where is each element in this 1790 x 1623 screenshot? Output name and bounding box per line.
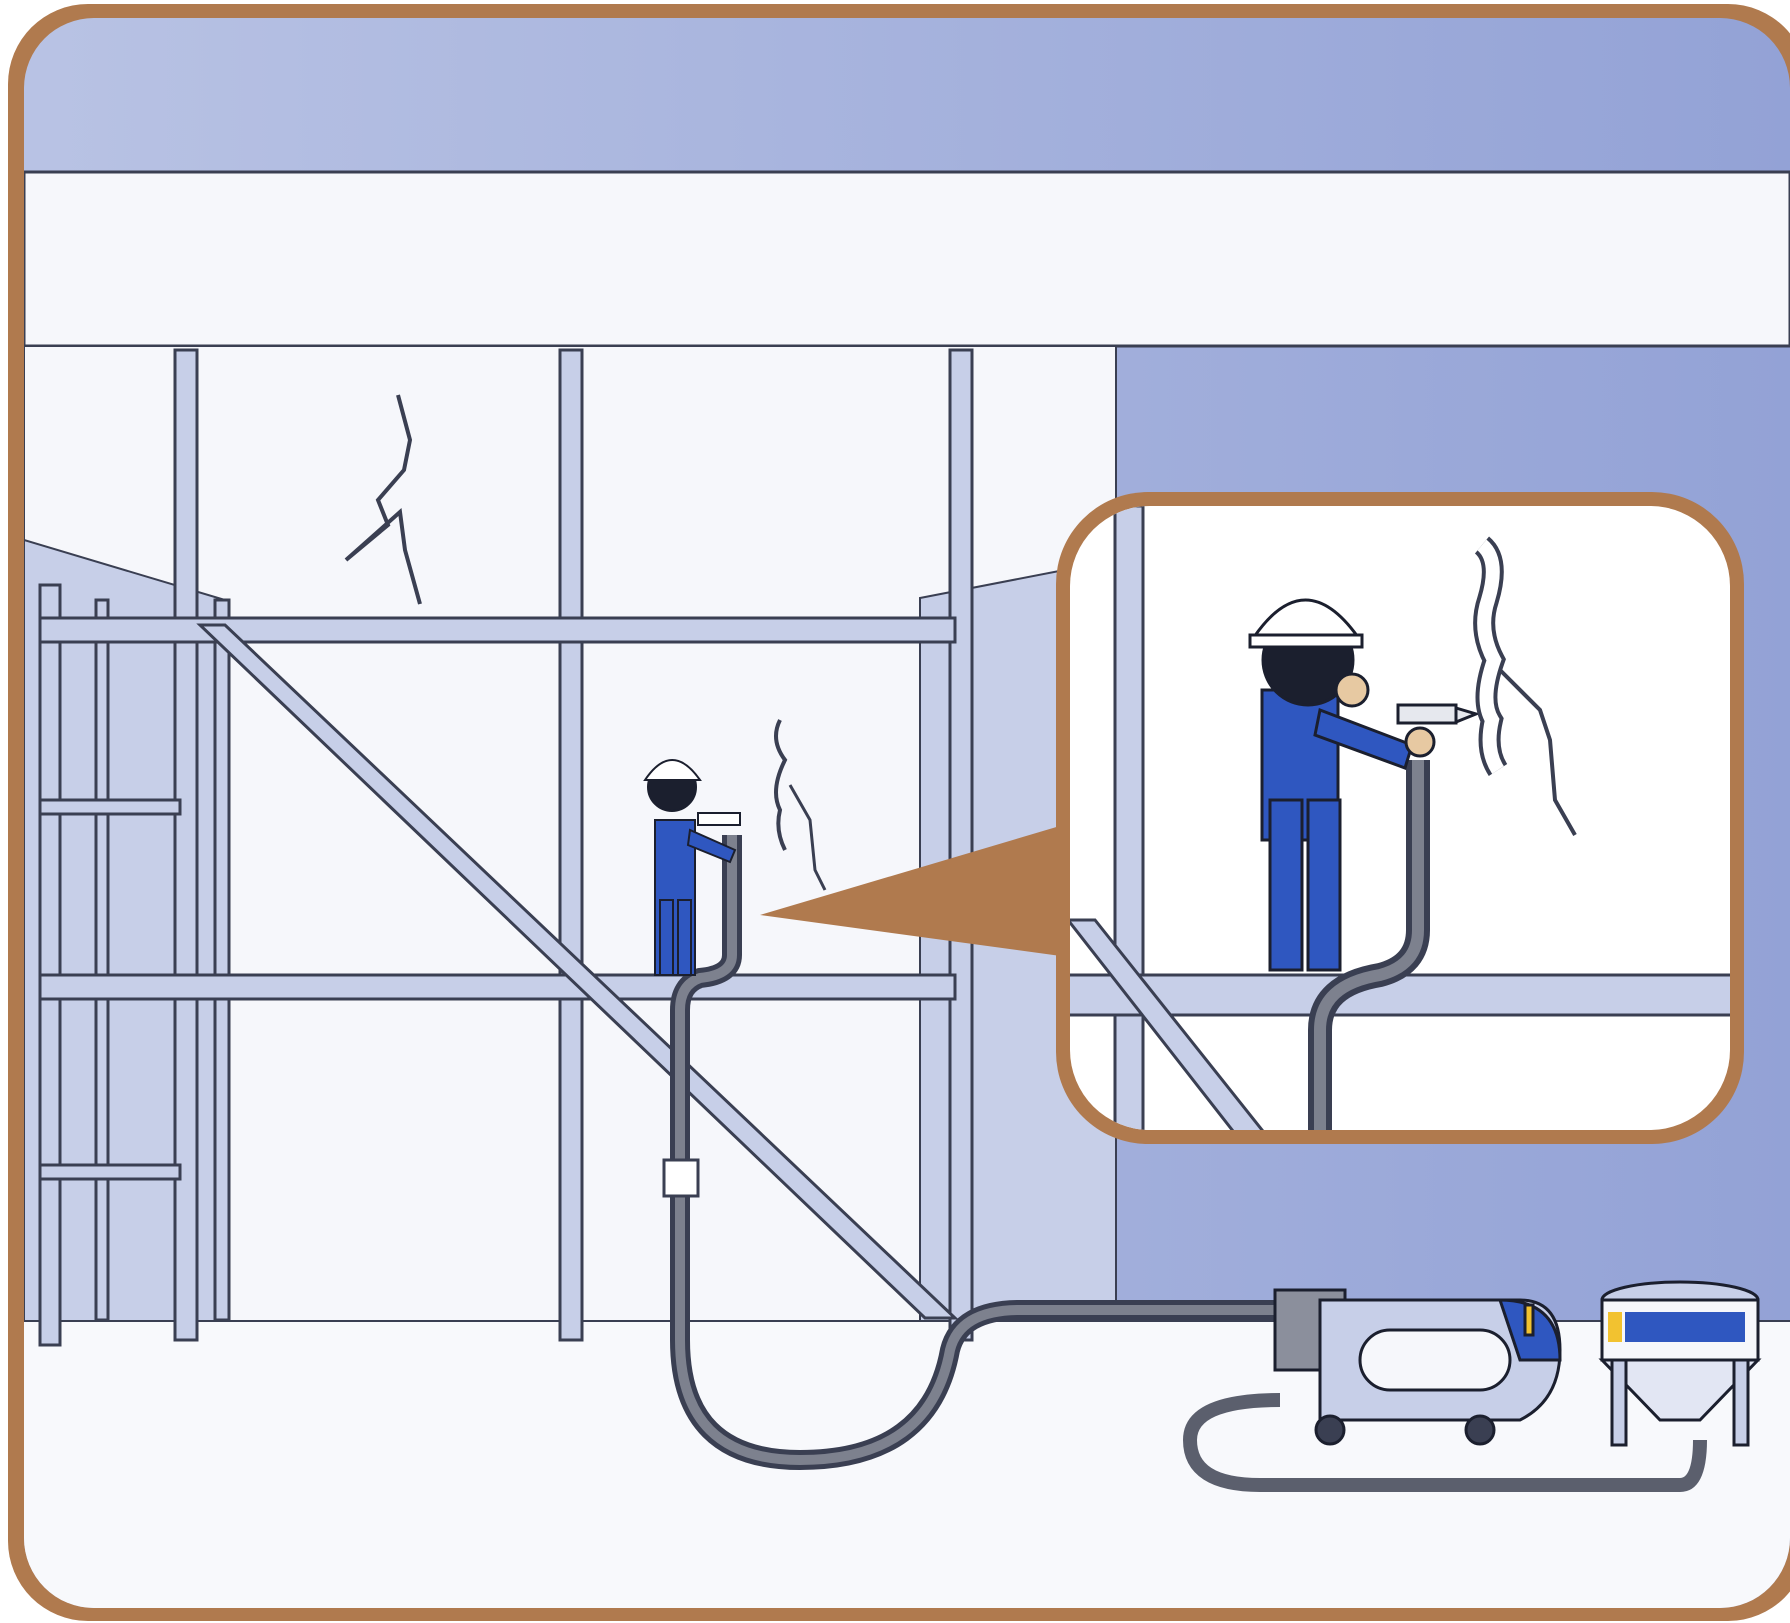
hose-coupling — [664, 1160, 698, 1196]
zoom-inset — [1056, 492, 1744, 1146]
material-hopper-icon — [1602, 1282, 1758, 1445]
ceiling-beam — [24, 172, 1790, 346]
